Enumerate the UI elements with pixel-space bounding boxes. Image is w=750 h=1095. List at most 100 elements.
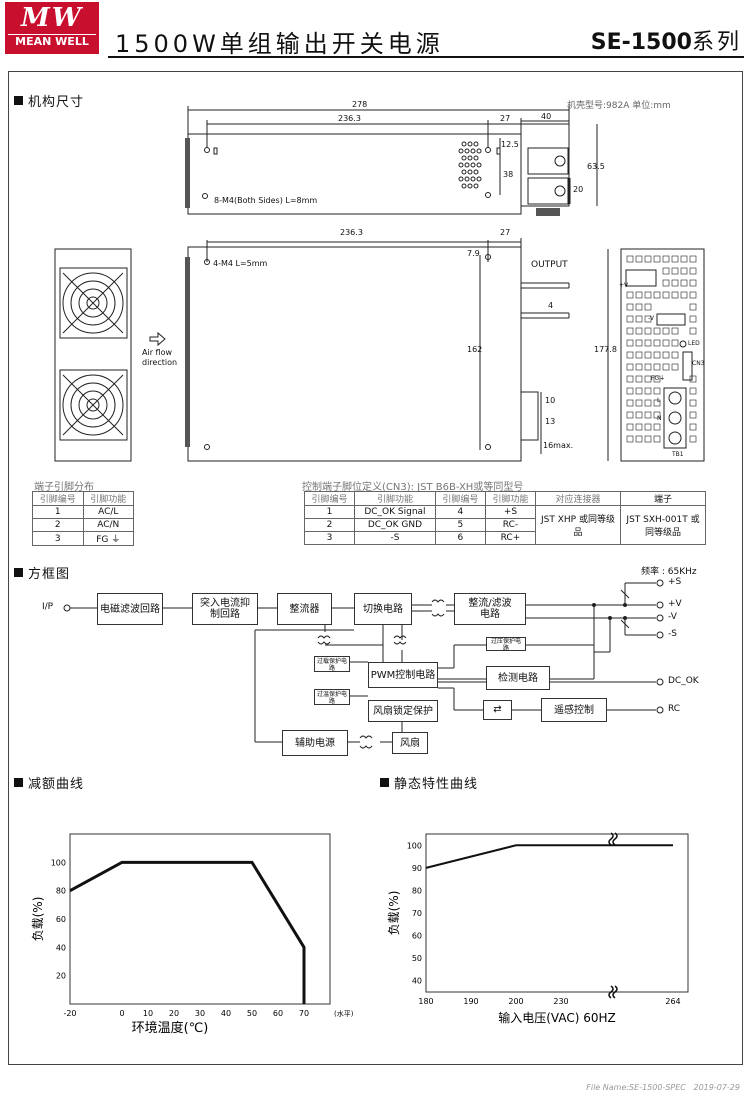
dim-27-side: 27 [500, 228, 511, 237]
front-label-nv: -V [648, 315, 654, 322]
dim-10: 10 [545, 396, 556, 405]
y-tick-label: 20 [56, 972, 66, 981]
pin-table-title: 端子引脚分布 [34, 482, 94, 493]
x-tick-label: 230 [553, 997, 568, 1006]
axis-break-top [608, 832, 618, 846]
front-label-led: LED [688, 340, 700, 347]
dim-236-top: 236.3 [338, 114, 361, 123]
front-label-n: N [657, 415, 662, 422]
out-label-nv: -V [668, 612, 677, 622]
detect-box: 检测电路 [486, 666, 550, 690]
y-axis-label: 负载(%) [387, 891, 401, 936]
block-wiring [63, 579, 664, 749]
plot-frame [425, 833, 689, 993]
x-tick-label: 70 [299, 1009, 309, 1018]
dim-12-5: 12.5 [501, 140, 519, 149]
table-row: 引脚编号引脚功能 [32, 491, 134, 506]
y-tick-label: 60 [412, 932, 422, 941]
mech-drawing [54, 106, 705, 462]
olp-box: 过载保护电路 [314, 656, 350, 672]
y-tick-label: 60 [56, 915, 66, 924]
output-label: OUTPUT [531, 260, 568, 270]
dim-177-8: 177.8 [594, 345, 617, 354]
screw-note-side: 4-M4 L=5mm [213, 259, 268, 268]
out-label-rc: RC [668, 704, 681, 714]
x-axis-label: 输入电压(VAC) 60HZ [498, 1010, 616, 1025]
y-tick-label: 90 [412, 864, 422, 873]
footer-filename: File Name:SE-1500-SPEC 2019-07-29 [586, 1083, 740, 1092]
fanlock-box: 风扇锁定保护 [368, 700, 438, 722]
front-label-cn3: CN3 [692, 360, 705, 367]
mech-section-title: 机构尺寸 [14, 91, 84, 110]
fan-box: 风扇 [392, 732, 428, 754]
dim-4: 4 [548, 301, 554, 310]
axis-break-bottom [608, 985, 618, 999]
x-tick-label: 180 [418, 997, 433, 1006]
header-rule [108, 56, 744, 58]
inrush-box: 突入电流抑制回路 [192, 593, 258, 625]
y-tick-label: 40 [412, 977, 422, 986]
spec-frame [8, 71, 743, 1065]
out-label-dcok: DC_OK [668, 676, 699, 686]
out-label-ns: -S [668, 629, 677, 639]
remote-box: 遥感控制 [541, 698, 607, 722]
plot-frame [69, 833, 331, 1005]
x-tick-label: 20 [169, 1009, 179, 1018]
ovp-box: 过压保护电路 [486, 637, 526, 652]
static-section-title: 静态特性曲线 [380, 773, 478, 792]
rectifier-box: 整流器 [277, 593, 332, 625]
y-tick-label: 50 [412, 954, 422, 963]
y-tick-label: 40 [56, 943, 66, 952]
dim-7-9: 7.9 [467, 249, 480, 258]
dim-20: 20 [573, 185, 584, 194]
cn3-table-title: 控制端子脚位定义(CN3): JST B6B-XH或等同型号 [302, 482, 524, 493]
x-tick-label: 50 [247, 1009, 257, 1018]
static-series-line [425, 844, 673, 869]
dim-162: 162 [467, 345, 483, 354]
otp-box: 过温保护电路 [314, 689, 350, 705]
front-label-pv: +V [619, 282, 629, 289]
dim-40: 40 [541, 112, 552, 121]
derating-section-title: 减额曲线 [14, 773, 84, 792]
page-title: 1500W单组输出开关电源 [115, 30, 444, 58]
aux-power-box: 辅助电源 [282, 730, 348, 756]
airflow-label: Air flow direction [142, 348, 178, 367]
x-tick-label: 40 [221, 1009, 231, 1018]
dim-63-5: 63.5 [587, 162, 605, 171]
y-tick-label: 70 [412, 909, 422, 918]
pwm-box: PWM控制电路 [368, 662, 438, 688]
emi-filter-box: 电磁滤波回路 [97, 593, 163, 625]
x-tick-label: 264 [665, 997, 680, 1006]
freq-label: 频率 : 65KHz [641, 567, 697, 577]
y-tick-label: 100 [407, 841, 422, 850]
dim-236-side: 236.3 [340, 228, 363, 237]
x-tick-label: 0 [119, 1009, 124, 1018]
optocoupler-box: ⇄ [483, 700, 512, 720]
y-tick-label: 100 [51, 858, 66, 867]
x-axis-note: (水平) [334, 1009, 354, 1018]
x-tick-label: 190 [463, 997, 478, 1006]
x-tick-label: 10 [143, 1009, 153, 1018]
front-grid [626, 255, 697, 443]
x-axis-label: 环境温度(℃) [132, 1020, 209, 1036]
x-tick-label: 30 [195, 1009, 205, 1018]
logo-mark: MW [21, 3, 83, 33]
front-label-tb1: TB1 [672, 451, 684, 458]
output-rect-box: 整流/滤波电路 [454, 593, 526, 625]
case-info: 机壳型号:982A 单位:mm [567, 101, 671, 111]
screw-note-top: 8-M4(Both Sides) L=8mm [214, 196, 318, 205]
derating-series-line [69, 860, 306, 1004]
switch-box: 切换电路 [354, 593, 412, 625]
x-tick-label: 200 [508, 997, 523, 1006]
x-tick-label: 60 [273, 1009, 283, 1018]
model-series: 系列 [691, 30, 742, 55]
